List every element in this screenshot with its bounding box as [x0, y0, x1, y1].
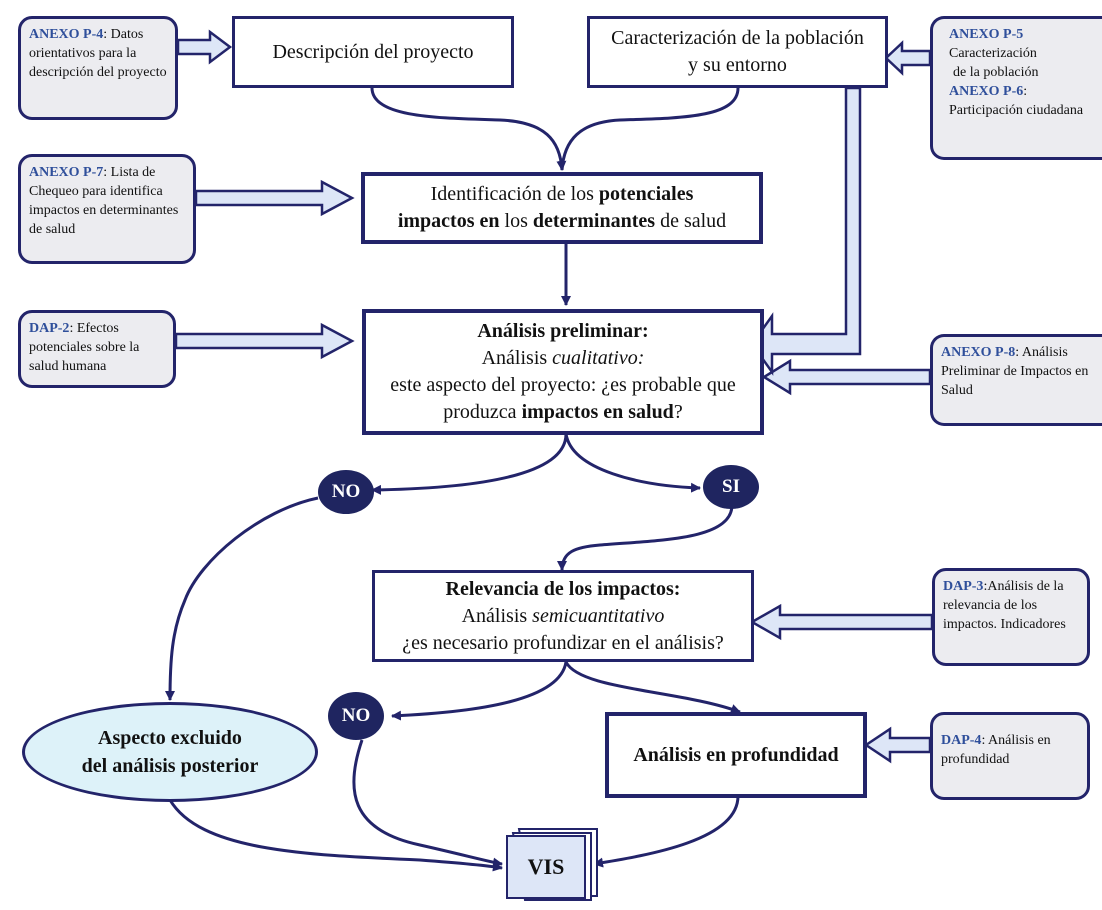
dap4-text: : Análisis en profundidad [941, 733, 1051, 767]
preliminar-l2i: cualitativo: [552, 347, 645, 369]
relevancia-node: Relevancia de los impactos: Análisis sem… [372, 570, 754, 662]
dap2-box: DAP-2: Efectos potenciales sobre la salu… [18, 310, 176, 388]
anexo-p4-box: ANEXO P-4: Datos orientativos para la de… [18, 16, 178, 120]
dap3-text: :Análisis de la relevancia de los impact… [943, 579, 1066, 632]
descripcion-node: Descripción del proyecto [232, 16, 514, 88]
anexo-p6-label: ANEXO P-6 [949, 84, 1024, 99]
excluido-line-2: del análisis posterior [81, 755, 259, 777]
descripcion-text: Descripción del proyecto [272, 40, 474, 63]
relevancia-title: Relevancia de los impactos: [445, 577, 681, 600]
dap4-label: DAP-4 [941, 733, 982, 748]
anexo-p5-text-2: de la población [953, 65, 1039, 80]
connector-descripcion-identificacion [370, 87, 567, 171]
hollow-arrow-caracterizacion-preliminar [750, 86, 862, 376]
relevancia-line-3: ¿es necesario profundizar en el análisis… [402, 631, 724, 654]
connector-si-relevancia [557, 504, 734, 571]
anexo-p8-text: : Análisis Preliminar de Impactos en Sal… [941, 345, 1089, 398]
connector-caracterizacion-identificacion [560, 87, 740, 171]
profundidad-node: Análisis en profundidad [605, 712, 867, 798]
identificacion-node: Identificación de los potenciales impact… [361, 172, 763, 244]
vis-label: VIS [527, 854, 565, 879]
connector-relevancia-no [391, 661, 568, 721]
relevancia-line-2: Análisis semicuantitativo [402, 603, 724, 630]
relevancia-l2: Análisis [461, 604, 533, 627]
anexo-p5-p6-box: ANEXO P-5 Caracterización de la població… [930, 16, 1102, 160]
preliminar-l4b: impactos en salud [521, 401, 674, 423]
identificacion-t1: Identificación de los [430, 183, 599, 205]
identificacion-t3: de salud [655, 210, 727, 232]
relevancia-l2i: semicuantitativo [532, 604, 665, 627]
hollow-arrow-p8 [761, 358, 932, 396]
no-decision-1-label: NO [331, 481, 361, 502]
no-decision-2-label: NO [341, 705, 371, 726]
caracterizacion-line-2: y su entorno [688, 54, 787, 76]
dap3-label: DAP-3 [943, 579, 984, 594]
hollow-arrow-dap2 [174, 322, 355, 360]
preliminar-l2: Análisis [481, 347, 553, 369]
connector-no-vis [352, 739, 503, 868]
identificacion-t2: los [499, 210, 533, 232]
connector-preliminar-si [564, 433, 701, 493]
identificacion-line-1: Identificación de los potenciales [398, 181, 726, 208]
caracterizacion-node: Caracterización de la población y su ent… [587, 16, 888, 88]
connector-excluido-vis [168, 799, 503, 872]
si-decision-label: SI [722, 476, 740, 497]
anexo-p6-text: : Participación ciudadana [949, 84, 1084, 118]
dap2-label: DAP-2 [29, 321, 70, 336]
hollow-arrow-p7 [194, 179, 355, 217]
anexo-p4-label: ANEXO P-4 [29, 27, 104, 42]
profundidad-text: Análisis en profundidad [633, 743, 839, 766]
preliminar-title: Análisis preliminar: [477, 320, 649, 342]
no-decision-2: NO [328, 692, 384, 740]
anexo-p7-label: ANEXO P-7 [29, 165, 104, 180]
anexo-p5-text-1: Caracterización [949, 46, 1037, 61]
preliminar-l4e: ? [673, 401, 683, 423]
hollow-arrow-dap3 [749, 603, 934, 641]
preliminar-line-2: Análisis cualitativo: [390, 345, 735, 372]
anexo-p7-box: ANEXO P-7: Lista de Chequeo para identif… [18, 154, 196, 264]
connector-relevancia-profundidad [564, 661, 741, 714]
caracterizacion-line-1: Caracterización de la población [611, 27, 864, 49]
anexo-p8-label: ANEXO P-8 [941, 345, 1016, 360]
vis-page-front [506, 835, 586, 899]
hollow-arrow-p4 [176, 29, 233, 65]
connector-no-excluido [165, 496, 319, 701]
si-decision: SI [703, 465, 759, 509]
preliminar-line-3: este aspecto del proyecto: ¿es probable … [390, 374, 736, 396]
hollow-arrow-p5 [884, 40, 932, 76]
anexo-p7-text: : Lista de Chequeo para identifica impac… [29, 165, 179, 237]
anexo-p8-box: ANEXO P-8: Análisis Preliminar de Impact… [930, 334, 1102, 426]
preliminar-line-4: produzca impactos en salud? [390, 399, 735, 426]
connector-preliminar-no [371, 433, 568, 495]
dap4-box: DAP-4: Análisis en profundidad [930, 712, 1090, 800]
anexo-p5-label: ANEXO P-5 [949, 27, 1024, 42]
dap2-text: : Efectos potenciales sobre la salud hum… [29, 321, 140, 374]
identificacion-t2b1: impactos en [397, 210, 500, 232]
hollow-arrow-dap4 [863, 726, 932, 764]
excluido-line-1: Aspecto excluido [98, 727, 242, 749]
no-decision-1: NO [318, 470, 374, 514]
excluido-node: Aspecto excluido del análisis posterior [22, 702, 318, 802]
preliminar-l4: produzca [443, 401, 522, 423]
anexo-p4-text: : Datos orientativos para la descripción… [29, 27, 167, 80]
identificacion-t1b: potenciales [598, 183, 694, 205]
vis-document: VIS [507, 836, 585, 898]
dap3-box: DAP-3:Análisis de la relevancia de los i… [932, 568, 1090, 666]
identificacion-line-2: impactos en los determinantes de salud [398, 208, 726, 235]
preliminar-node: Análisis preliminar: Análisis cualitativ… [362, 309, 764, 435]
connector-profundidad-vis [593, 795, 740, 868]
identificacion-t2b2: determinantes [532, 210, 656, 232]
